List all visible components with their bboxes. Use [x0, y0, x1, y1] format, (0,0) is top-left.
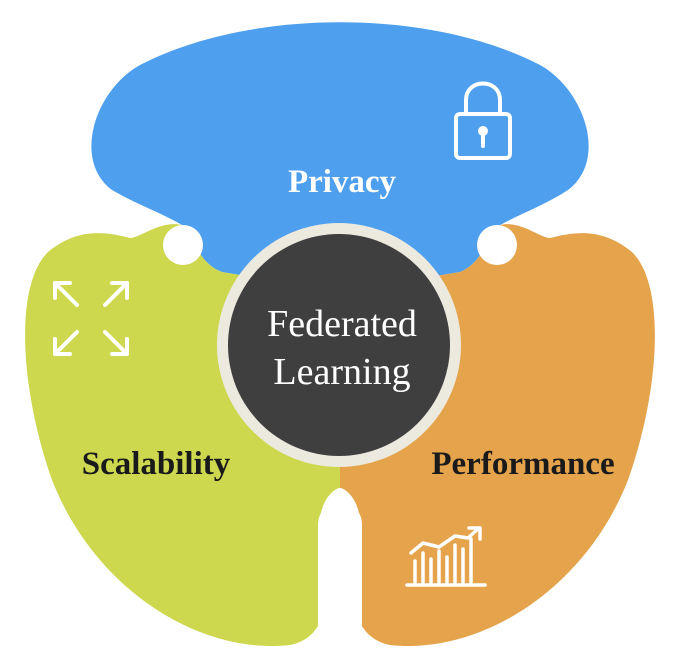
lock-icon — [454, 81, 512, 160]
notch-right — [477, 225, 517, 265]
expand-arrows-icon — [53, 281, 129, 356]
center-label-line2: Learning — [273, 351, 410, 393]
center-circle — [228, 234, 450, 456]
segment-privacy — [91, 22, 589, 292]
notch-left — [163, 225, 203, 265]
bar-chart-growth-icon — [405, 526, 487, 587]
center-label-line1: Federated — [267, 303, 417, 345]
notch-bottom — [318, 502, 362, 645]
privacy-label: Privacy — [288, 164, 397, 200]
performance-label: Performance — [431, 446, 614, 482]
scalability-label: Scalability — [82, 446, 231, 482]
